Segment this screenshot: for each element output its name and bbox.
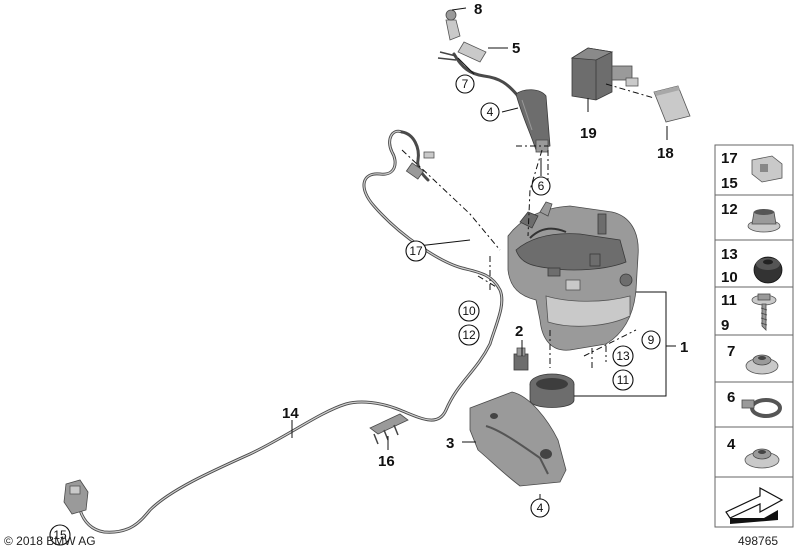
svg-text:13: 13 — [721, 246, 738, 263]
svg-text:17: 17 — [409, 244, 423, 258]
panel-row-symbol — [714, 476, 794, 528]
svg-text:10: 10 — [721, 269, 738, 286]
svg-text:15: 15 — [721, 175, 738, 192]
svg-text:9: 9 — [721, 317, 729, 334]
circled-callout-10: 10 — [458, 300, 480, 322]
panel-row-clip: 17 15 — [714, 144, 794, 196]
callout-5: 5 — [512, 40, 520, 57]
callout-14: 14 — [282, 405, 299, 422]
svg-text:12: 12 — [462, 328, 476, 342]
heater-ring — [529, 373, 575, 408]
panel-row-nut-7: 7 — [714, 334, 794, 383]
circled-callout-15: 15 — [49, 524, 71, 546]
filler-pipe-assembly — [437, 9, 551, 153]
svg-text:6: 6 — [727, 389, 735, 406]
circled-callout-6: 6 — [531, 176, 551, 196]
svg-text:9: 9 — [648, 333, 655, 347]
panel-row-clamp-6: 6 — [714, 381, 794, 428]
svg-text:12: 12 — [721, 201, 738, 218]
dashed-leaders — [401, 83, 655, 370]
svg-text:10: 10 — [462, 304, 476, 318]
callout-8: 8 — [474, 1, 482, 18]
control-unit-19 — [570, 47, 639, 101]
svg-text:13: 13 — [616, 349, 630, 363]
panel-row-nut-4: 4 — [714, 426, 794, 478]
svg-text:6: 6 — [538, 179, 545, 193]
svg-text:4: 4 — [727, 436, 736, 453]
svg-text:7: 7 — [462, 77, 469, 91]
svg-text:7: 7 — [727, 343, 735, 360]
circled-callout-4-top: 4 — [480, 102, 500, 122]
svg-text:15: 15 — [53, 528, 67, 542]
callout-19: 19 — [580, 125, 597, 142]
circled-callout-11: 11 — [612, 369, 634, 391]
copyright-text: © 2018 BMW AG — [4, 534, 96, 548]
circled-callout-12: 12 — [458, 324, 480, 346]
svg-text:4: 4 — [487, 105, 494, 119]
circled-callout-4-bottom: 4 — [530, 498, 550, 518]
clip-16 — [369, 413, 409, 445]
callout-3: 3 — [446, 435, 454, 452]
circled-callout-7: 7 — [455, 74, 475, 94]
callout-18: 18 — [657, 145, 674, 162]
svg-text:11: 11 — [721, 292, 737, 309]
tank-assembly — [507, 201, 639, 351]
module-18 — [653, 85, 691, 123]
hose-line-14 — [63, 129, 504, 534]
circled-callout-9: 9 — [641, 330, 661, 350]
callout-16: 16 — [378, 453, 395, 470]
circled-callout-17: 17 — [405, 240, 427, 262]
svg-text:17: 17 — [721, 150, 738, 167]
side-panel: 17 15 12 13 10 11 9 — [714, 144, 794, 528]
panel-row-nut-12: 12 — [714, 194, 794, 241]
svg-text:4: 4 — [537, 501, 544, 515]
panel-row-screw: 11 9 — [714, 286, 794, 336]
panel-row-grommet: 13 10 — [714, 239, 794, 288]
callout-1: 1 — [680, 339, 688, 356]
svg-text:11: 11 — [617, 373, 630, 387]
bracket-3 — [469, 391, 567, 487]
circled-callout-13: 13 — [612, 345, 634, 367]
callout-2: 2 — [515, 323, 523, 340]
sensor-2 — [513, 347, 529, 371]
image-number: 498765 — [738, 534, 778, 548]
